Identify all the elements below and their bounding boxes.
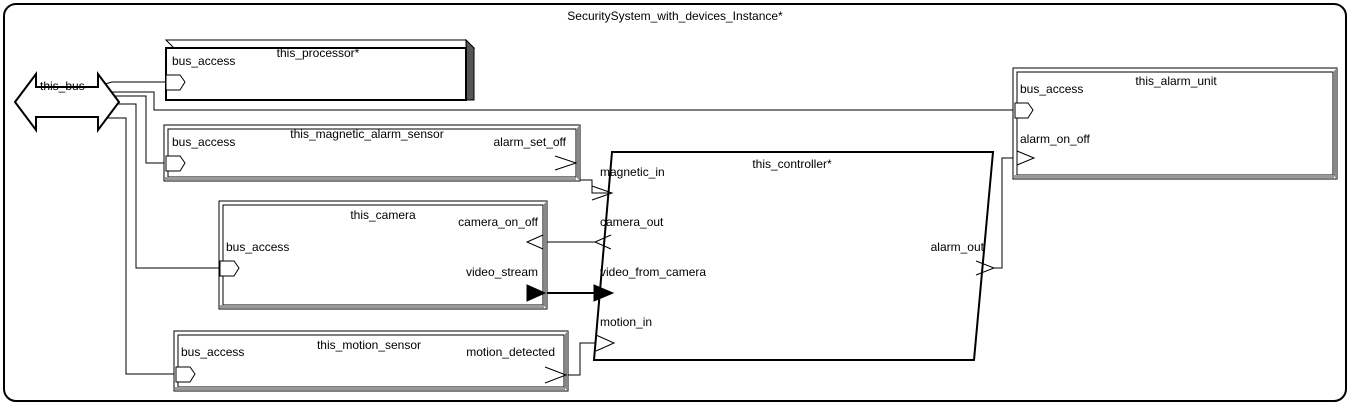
system-title: SecuritySystem_with_devices_Instance* [567, 9, 783, 23]
camera-outer-frame [218, 200, 548, 310]
camera-on-off-port[interactable] [525, 234, 544, 250]
magnetic-sensor-alarm-set-off-port[interactable] [554, 155, 578, 171]
controller-motion-in-label: motion_in [600, 315, 652, 329]
motion-sensor-shadow-bottom [175, 387, 565, 390]
magnetic-sensor-shadow-bottom [165, 177, 576, 180]
controller-shape [592, 151, 995, 361]
alarm-unit-outer-frame [1012, 67, 1338, 180]
camera-shadow-right [544, 201, 547, 309]
camera-name: this_camera [350, 208, 416, 222]
connections [97, 81, 1015, 376]
camera-video-stream-label: video_stream [466, 265, 538, 279]
motion-sensor-bus-access-port[interactable] [175, 366, 196, 383]
alarm-unit-shadow-bottom [1014, 175, 1334, 178]
camera-shadow-bottom [220, 305, 544, 308]
processor-bus-access-port[interactable] [165, 74, 186, 91]
processor-front-face [165, 47, 467, 101]
controller-name: this_controller* [752, 157, 832, 171]
magnetic-sensor-alarm-set-off-label: alarm_set_off [494, 135, 567, 149]
alarm-unit-component[interactable]: this_alarm_unit bus_access alarm_on_off [1012, 67, 1338, 180]
motion-sensor-motion-detected-port[interactable] [544, 366, 568, 384]
controller-video-from-camera-label: video_from_camera [600, 265, 706, 279]
processor-name: this_processor* [277, 46, 360, 60]
motion-detected-to-motion-in-connection[interactable] [566, 342, 596, 376]
magnetic-sensor-component[interactable]: this_magnetic_alarm_sensor bus_access al… [163, 124, 581, 182]
controller-magnetic-in-label: magnetic_in [600, 165, 665, 179]
alarm-unit-alarm-on-off-label: alarm_on_off [1020, 132, 1090, 146]
magnetic-sensor-bus-access-label: bus_access [172, 135, 235, 149]
processor-bus-access-label: bus_access [172, 54, 235, 68]
motion-sensor-component[interactable]: this_motion_sensor bus_access motion_det… [173, 330, 569, 392]
bus-shape[interactable] [13, 71, 121, 133]
alarm-unit-shadow-right [1334, 68, 1337, 179]
motion-sensor-bus-access-label: bus_access [181, 345, 244, 359]
motion-sensor-name: this_motion_sensor [317, 338, 421, 352]
magnetic-sensor-shadow-right [577, 125, 580, 181]
bus-to-alarm-unit-connection[interactable] [98, 91, 1015, 111]
alarm-unit-alarm-on-off-port[interactable] [1016, 150, 1036, 166]
magnetic-sensor-bus-access-port[interactable] [165, 155, 186, 172]
motion-sensor-outer-frame [173, 330, 569, 392]
processor-side-face [465, 38, 475, 101]
motion-sensor-shadow-right [565, 331, 568, 391]
bus-to-motion-sensor-connection[interactable] [108, 117, 176, 375]
controller-component[interactable]: this_controller* magnetic_in camera_out … [591, 151, 996, 361]
bus-to-camera-connection[interactable] [104, 103, 220, 269]
alarm-unit-name: this_alarm_unit [1135, 74, 1217, 88]
controller-alarm-out-label: alarm_out [931, 240, 985, 254]
bus-label: this_bus [40, 79, 85, 93]
camera-bus-access-label: bus_access [226, 240, 289, 254]
motion-sensor-motion-detected-label: motion_detected [466, 345, 555, 359]
camera-on-off-label: camera_on_off [458, 215, 539, 229]
controller-motion-in-port[interactable] [595, 334, 616, 352]
processor-component[interactable]: this_processor* bus_access [164, 38, 476, 101]
camera-component[interactable]: this_camera bus_access camera_on_off vid… [218, 200, 548, 310]
controller-camera-out-port[interactable] [593, 234, 612, 250]
alarm-out-to-alarm-on-off-connection[interactable] [994, 157, 1015, 269]
magnetic-sensor-name: this_magnetic_alarm_sensor [290, 127, 443, 141]
camera-bus-access-port[interactable] [219, 260, 240, 277]
controller-camera-out-label: camera_out [600, 215, 664, 229]
alarm-unit-bus-access-label: bus_access [1020, 82, 1083, 96]
alarm-unit-bus-access-port[interactable] [1014, 102, 1034, 119]
bus-to-magnetic-sensor-connection[interactable] [98, 95, 166, 164]
camera-video-stream-port[interactable] [526, 284, 547, 302]
controller-video-from-camera-port[interactable] [593, 284, 615, 302]
controller-magnetic-in-port[interactable] [591, 185, 614, 201]
controller-alarm-out-port[interactable] [975, 260, 996, 276]
